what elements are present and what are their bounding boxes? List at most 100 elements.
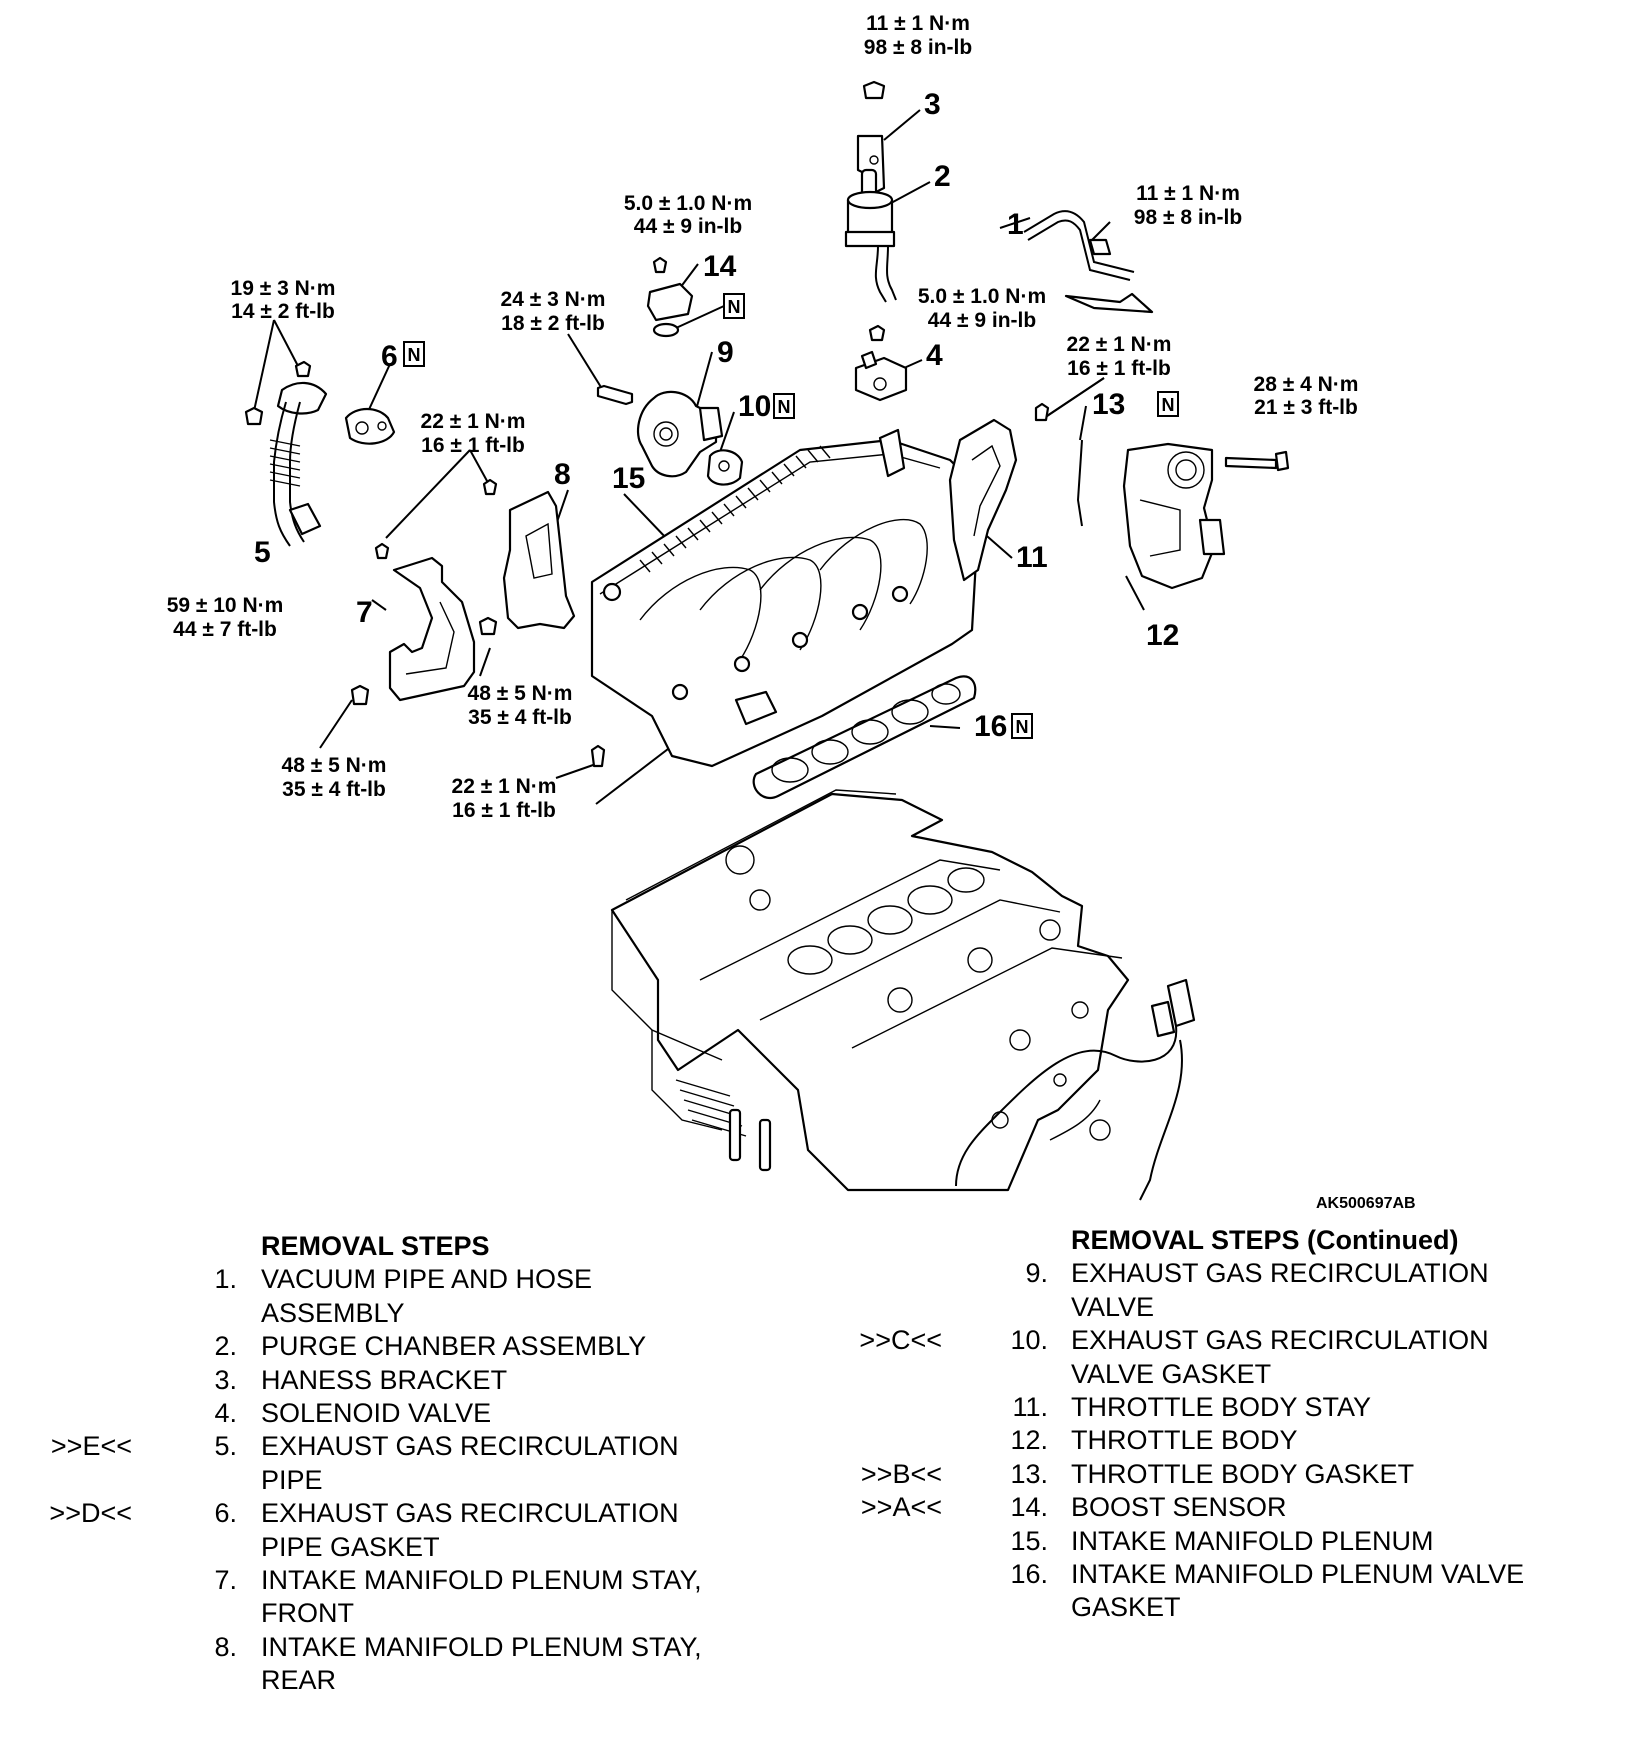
torque-nm: 48 ± 5 N·m [282, 754, 387, 777]
removal-steps-heading-row: REMOVAL STEPS (Continued) [992, 1224, 1612, 1257]
new-part-mark: N [723, 293, 745, 319]
removal-step: FRONT [182, 1597, 802, 1630]
torque-imperial: 16 ± 1 ft-lb [421, 434, 525, 457]
step-number: 2. [214, 1331, 237, 1362]
step-text: THROTTLE BODY STAY [1071, 1392, 1372, 1423]
part-16-plenum-gasket [752, 675, 977, 799]
torque-imperial: 16 ± 1 ft-lb [1067, 357, 1171, 380]
callout-7: 7 [356, 596, 373, 629]
step-number [182, 1464, 237, 1497]
step-text: THROTTLE BODY GASKET [1071, 1458, 1415, 1489]
removal-step: 2.PURGE CHANBER ASSEMBLY [182, 1330, 802, 1363]
callout-11: 11 [1016, 541, 1048, 574]
callout-14: 14 [703, 250, 737, 283]
removal-step: >>B<<13.THROTTLE BODY GASKET [861, 1458, 1612, 1491]
step-text: VALVE GASKET [1071, 1358, 1272, 1389]
removal-step: GASKET [992, 1591, 1612, 1624]
part-8-plenum-stay-rear [478, 478, 576, 636]
torque-label: 28 ± 4 N·m 21 ± 3 ft-lb [1254, 373, 1359, 419]
part-3-harness-bracket [856, 80, 886, 196]
step-text: REAR [261, 1665, 337, 1696]
torque-label: 24 ± 3 N·m 18 ± 2 ft-lb [501, 288, 606, 335]
removal-step: 11.THROTTLE BODY STAY [992, 1391, 1612, 1424]
step-text: PIPE GASKET [261, 1531, 440, 1562]
exploded-parts-diagram: 11 ± 1 N·m 98 ± 8 in-lb 5.0 ± 1.0 N·m 44… [167, 12, 1416, 1210]
step-text: INTAKE MANIFOLD PLENUM STAY, [261, 1565, 702, 1596]
torque-nm: 22 ± 1 N·m [1067, 333, 1172, 356]
callout-6: 6 [381, 340, 398, 373]
removal-step: >>C<<10.EXHAUST GAS RECIRCULATION [859, 1324, 1612, 1357]
part-9-egr-valve [596, 384, 724, 478]
torque-label: 5.0 ± 1.0 N·m 44 ± 9 in-lb [918, 285, 1046, 332]
step-number [992, 1591, 1048, 1624]
removal-steps-heading: REMOVAL STEPS [261, 1231, 490, 1261]
callout-9: 9 [717, 336, 734, 369]
part-12-throttle-body [1122, 442, 1226, 590]
callout-13: 13 [1092, 388, 1125, 421]
torque-nm: 22 ± 1 N·m [421, 410, 526, 433]
callout-12: 12 [1146, 619, 1179, 652]
step-number [182, 1297, 237, 1330]
removal-step: 3. HANESS BRACKET [182, 1364, 802, 1397]
torque-label: 22 ± 1 N·m 16 ± 1 ft-lb [452, 775, 557, 822]
bolt-icon [590, 744, 606, 768]
step-number: 1. [214, 1264, 237, 1295]
step-text: ASSEMBLY [261, 1297, 405, 1328]
step-text: THROTTLE BODY [1071, 1425, 1298, 1456]
callout-3: 3 [924, 88, 941, 121]
torque-imperial: 98 ± 8 in-lb [864, 36, 972, 59]
step-text: FRONT [261, 1598, 354, 1629]
part-4-solenoid-valve [854, 324, 908, 402]
step-number: 3. [214, 1364, 237, 1395]
removal-step: VALVE GASKET [992, 1358, 1612, 1391]
torque-imperial: 18 ± 2 ft-lb [501, 312, 605, 335]
removal-step: 1.VACUUM PIPE AND HOSE [182, 1263, 802, 1296]
new-part-mark: N [1011, 713, 1033, 739]
part-10-egr-valve-gasket [706, 449, 744, 486]
step-number [182, 1664, 237, 1697]
figure-code: AK500697AB [1316, 1195, 1416, 1210]
torque-nm: 24 ± 3 N·m [501, 288, 606, 311]
part-6-egr-pipe-gasket [344, 407, 396, 445]
bolt-icon [1274, 450, 1290, 472]
torque-label: 48 ± 5 N·m 35 ± 4 ft-lb [282, 754, 387, 801]
step-text: EXHAUST GAS RECIRCULATION [1071, 1258, 1489, 1289]
torque-nm: 5.0 ± 1.0 N·m [624, 192, 752, 215]
removal-step: >>D<<6.EXHAUST GAS RECIRCULATION [49, 1497, 802, 1530]
step-text: INTAKE MANIFOLD PLENUM STAY, [261, 1631, 702, 1662]
removal-step: 8.INTAKE MANIFOLD PLENUM STAY, [182, 1631, 802, 1664]
step-text: BOOST SENSOR [1071, 1492, 1287, 1523]
step-text: EXHAUST GAS RECIRCULATION [1071, 1325, 1489, 1356]
torque-imperial: 44 ± 9 in-lb [928, 309, 1036, 332]
torque-nm: 28 ± 4 N·m [1254, 373, 1359, 396]
service-point-mark: >>D<< [49, 1498, 132, 1529]
callout-16: 16 [974, 710, 1007, 743]
engine-block-illustration [610, 789, 1196, 1201]
torque-label: 59 ± 10 N·m 44 ± 7 ft-lb [167, 594, 284, 641]
torque-label: 48 ± 5 N·m 35 ± 4 ft-lb [468, 682, 573, 729]
step-number [992, 1358, 1048, 1391]
step-number [182, 1597, 237, 1630]
step-number: 7. [214, 1565, 237, 1596]
callout-8: 8 [554, 458, 571, 491]
torque-imperial: 35 ± 4 ft-lb [282, 778, 386, 801]
bolt-icon [1224, 456, 1278, 470]
service-point-mark: >>E<< [50, 1431, 132, 1462]
part-11-throttle-body-stay [948, 402, 1050, 582]
removal-step: VALVE [992, 1291, 1612, 1324]
callout-10: 10 [738, 390, 771, 423]
step-text: EXHAUST GAS RECIRCULATION [261, 1431, 679, 1462]
step-text: INTAKE MANIFOLD PLENUM [1071, 1525, 1434, 1556]
removal-steps-heading-row: REMOVAL STEPS [182, 1230, 802, 1263]
step-text: SOLENOID VALVE [261, 1398, 492, 1429]
step-text: HANESS BRACKET [261, 1364, 508, 1395]
step-number [992, 1291, 1048, 1324]
torque-imperial: 35 ± 4 ft-lb [468, 706, 572, 729]
torque-label: 19 ± 3 N·m 14 ± 2 ft-lb [231, 277, 336, 323]
torque-label: 11 ± 1 N·m 98 ± 8 in-lb [1134, 182, 1242, 229]
step-number: 6. [214, 1498, 237, 1529]
removal-steps-right: REMOVAL STEPS (Continued) 9.EXHAUST GAS … [859, 1224, 1612, 1625]
torque-nm: 59 ± 10 N·m [167, 594, 284, 617]
callout-4: 4 [926, 339, 943, 372]
